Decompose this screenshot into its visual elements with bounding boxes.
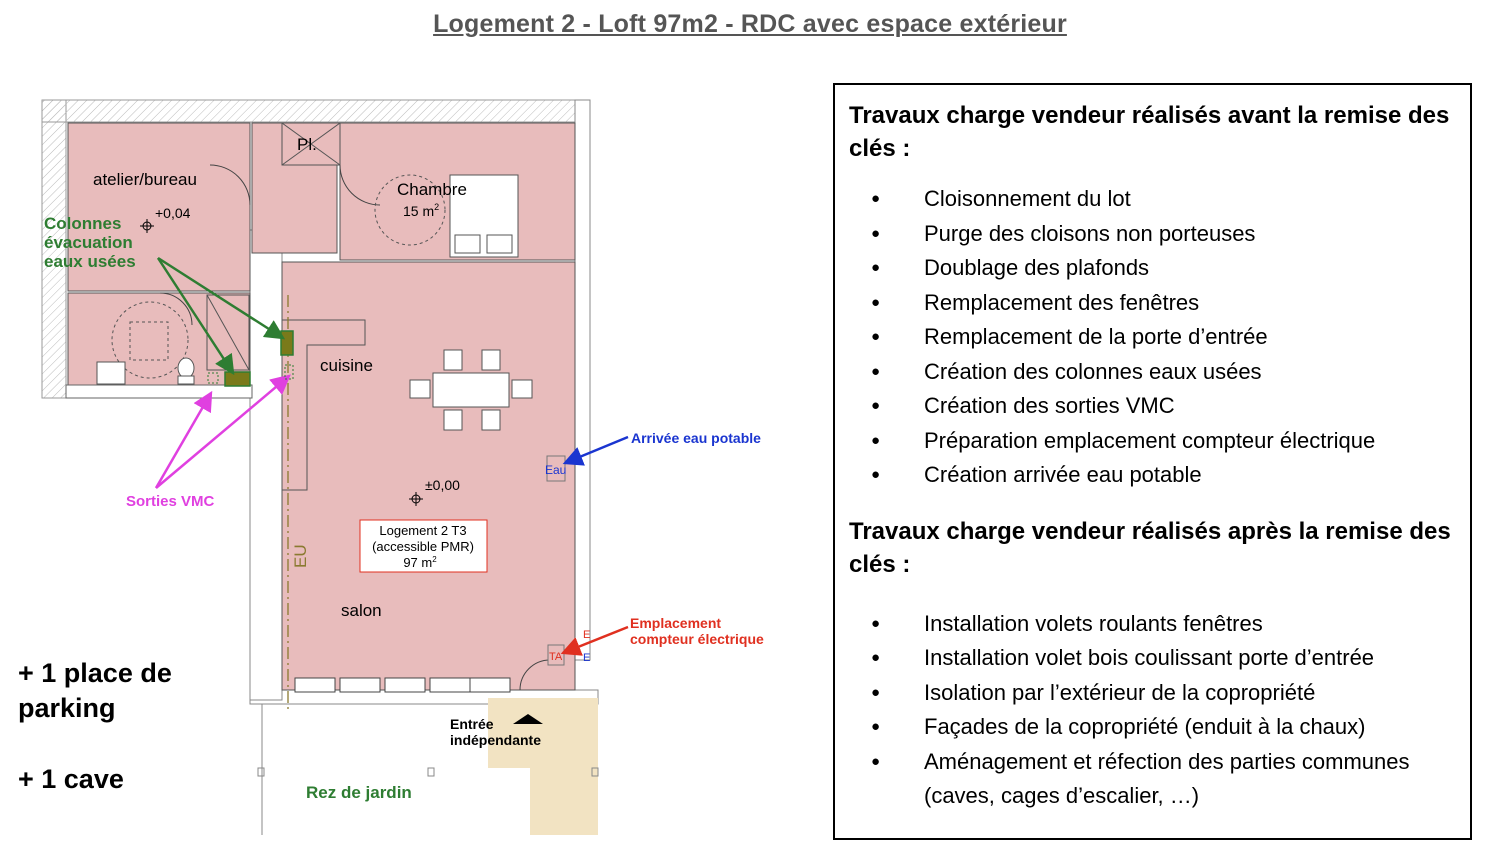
unit-label-box bbox=[359, 519, 488, 573]
eau-potable-label: Arrivée eau potable bbox=[631, 430, 761, 446]
compteur-arrow bbox=[560, 625, 629, 656]
page-title: Logement 2 - Loft 97m2 - RDC avec espace… bbox=[433, 10, 1067, 38]
cave-note: + 1 cave bbox=[18, 764, 124, 794]
list-item: Cloisonnement du lot bbox=[849, 182, 1456, 217]
room-atelier: atelier/bureau bbox=[93, 170, 197, 189]
list-item: Remplacement de la porte d’entrée bbox=[849, 320, 1456, 355]
vmc-outlet-kitchen bbox=[284, 364, 294, 380]
entrance-terrace-lower bbox=[530, 765, 598, 835]
level-markers bbox=[140, 219, 423, 506]
eau-tag: Eau bbox=[545, 463, 566, 477]
parking-note-line1: + 1 place de bbox=[18, 658, 172, 688]
ta-tag: TA bbox=[549, 651, 563, 663]
atelier-level: +0,04 bbox=[155, 205, 191, 221]
room-chambre: Chambre bbox=[397, 180, 467, 199]
parking-note: + 1 place de parking bbox=[18, 656, 172, 726]
eau-tag-box bbox=[546, 455, 566, 482]
list-item: Installation volets roulants fenêtres bbox=[849, 607, 1456, 642]
entree-label-1: Entrée bbox=[450, 716, 494, 732]
eu-column-kitchen bbox=[280, 330, 294, 356]
dining-table bbox=[409, 349, 533, 431]
bathroom-fixtures bbox=[96, 294, 250, 385]
floor-plan: EU Eau TA E E atelier/bureau +0,04 Pl. C… bbox=[41, 99, 764, 835]
colonnes-label-1: Colonnes bbox=[44, 214, 121, 233]
vmc-outlet-bath bbox=[207, 372, 219, 384]
entrance-terrace bbox=[488, 698, 598, 768]
eu-label: EU bbox=[291, 544, 310, 568]
pl-cross bbox=[281, 122, 341, 166]
vmc-arrow-bath bbox=[154, 390, 213, 489]
garden-outline bbox=[257, 704, 599, 835]
room-cuisine: cuisine bbox=[320, 356, 373, 375]
unit-label-line3: 97 m2 bbox=[403, 555, 437, 570]
walls bbox=[41, 99, 599, 705]
floor-areas bbox=[65, 122, 576, 691]
colonnes-arrow-kitchen bbox=[157, 256, 286, 340]
entree-label-2: indépendante bbox=[450, 732, 541, 748]
entrance-triangle-icon bbox=[513, 714, 543, 724]
list-item: Remplacement des fenêtres bbox=[849, 286, 1456, 321]
list-item: Création des sorties VMC bbox=[849, 389, 1456, 424]
list-item: Purge des cloisons non porteuses bbox=[849, 217, 1456, 252]
e-tag-bottom: E bbox=[583, 652, 590, 664]
compteur-label-2: compteur électrique bbox=[630, 631, 764, 647]
chambre-area: 15 m2 bbox=[403, 202, 439, 219]
works-before-title: Travaux charge vendeur réalisés avant la… bbox=[849, 102, 1450, 162]
list-item: Doublage des plafonds bbox=[849, 251, 1456, 286]
windows bbox=[294, 677, 511, 693]
list-item: Préparation emplacement compteur électri… bbox=[849, 424, 1456, 459]
parking-note-line2: parking bbox=[18, 693, 116, 723]
room-salon: salon bbox=[341, 601, 382, 620]
list-item: Création arrivée eau potable bbox=[849, 458, 1456, 493]
list-item: Façades de la copropriété (enduit à la c… bbox=[849, 710, 1456, 745]
eu-column-bath bbox=[224, 371, 251, 387]
bed bbox=[374, 174, 519, 258]
door-swings bbox=[159, 164, 551, 691]
list-item: Création des colonnes eaux usées bbox=[849, 355, 1456, 390]
jardin-label: Rez de jardin bbox=[306, 783, 412, 802]
works-after-title: Travaux charge vendeur réalisés après la… bbox=[849, 517, 1451, 578]
eau-arrow bbox=[562, 435, 629, 466]
works-box: Travaux charge vendeur réalisés avant la… bbox=[833, 83, 1472, 840]
room-pl: Pl. bbox=[297, 135, 317, 154]
list-item: Aménagement et réfection des parties com… bbox=[849, 745, 1456, 814]
kitchen-counter bbox=[281, 319, 366, 491]
e-tag-top: E bbox=[583, 629, 590, 641]
unit-label-line1: Logement 2 T3 bbox=[379, 523, 466, 538]
list-item: Isolation par l’extérieur de la copropri… bbox=[849, 676, 1456, 711]
vmc-label: Sorties VMC bbox=[126, 493, 215, 510]
salon-level: ±0,00 bbox=[425, 477, 460, 493]
colonnes-label-3: eaux usées bbox=[44, 252, 136, 271]
colonnes-arrow-bath bbox=[156, 257, 235, 376]
colonnes-label-2: évacuation bbox=[44, 233, 133, 252]
works-before-list: Cloisonnement du lot Purge des cloisons … bbox=[849, 182, 1456, 493]
works-after-list: Installation volets roulants fenêtres In… bbox=[849, 607, 1456, 814]
vmc-arrow-kitchen bbox=[155, 374, 291, 489]
compteur-label-1: Emplacement bbox=[630, 615, 721, 631]
unit-label-line2: (accessible PMR) bbox=[372, 539, 474, 554]
list-item: Installation volet bois coulissant porte… bbox=[849, 641, 1456, 676]
